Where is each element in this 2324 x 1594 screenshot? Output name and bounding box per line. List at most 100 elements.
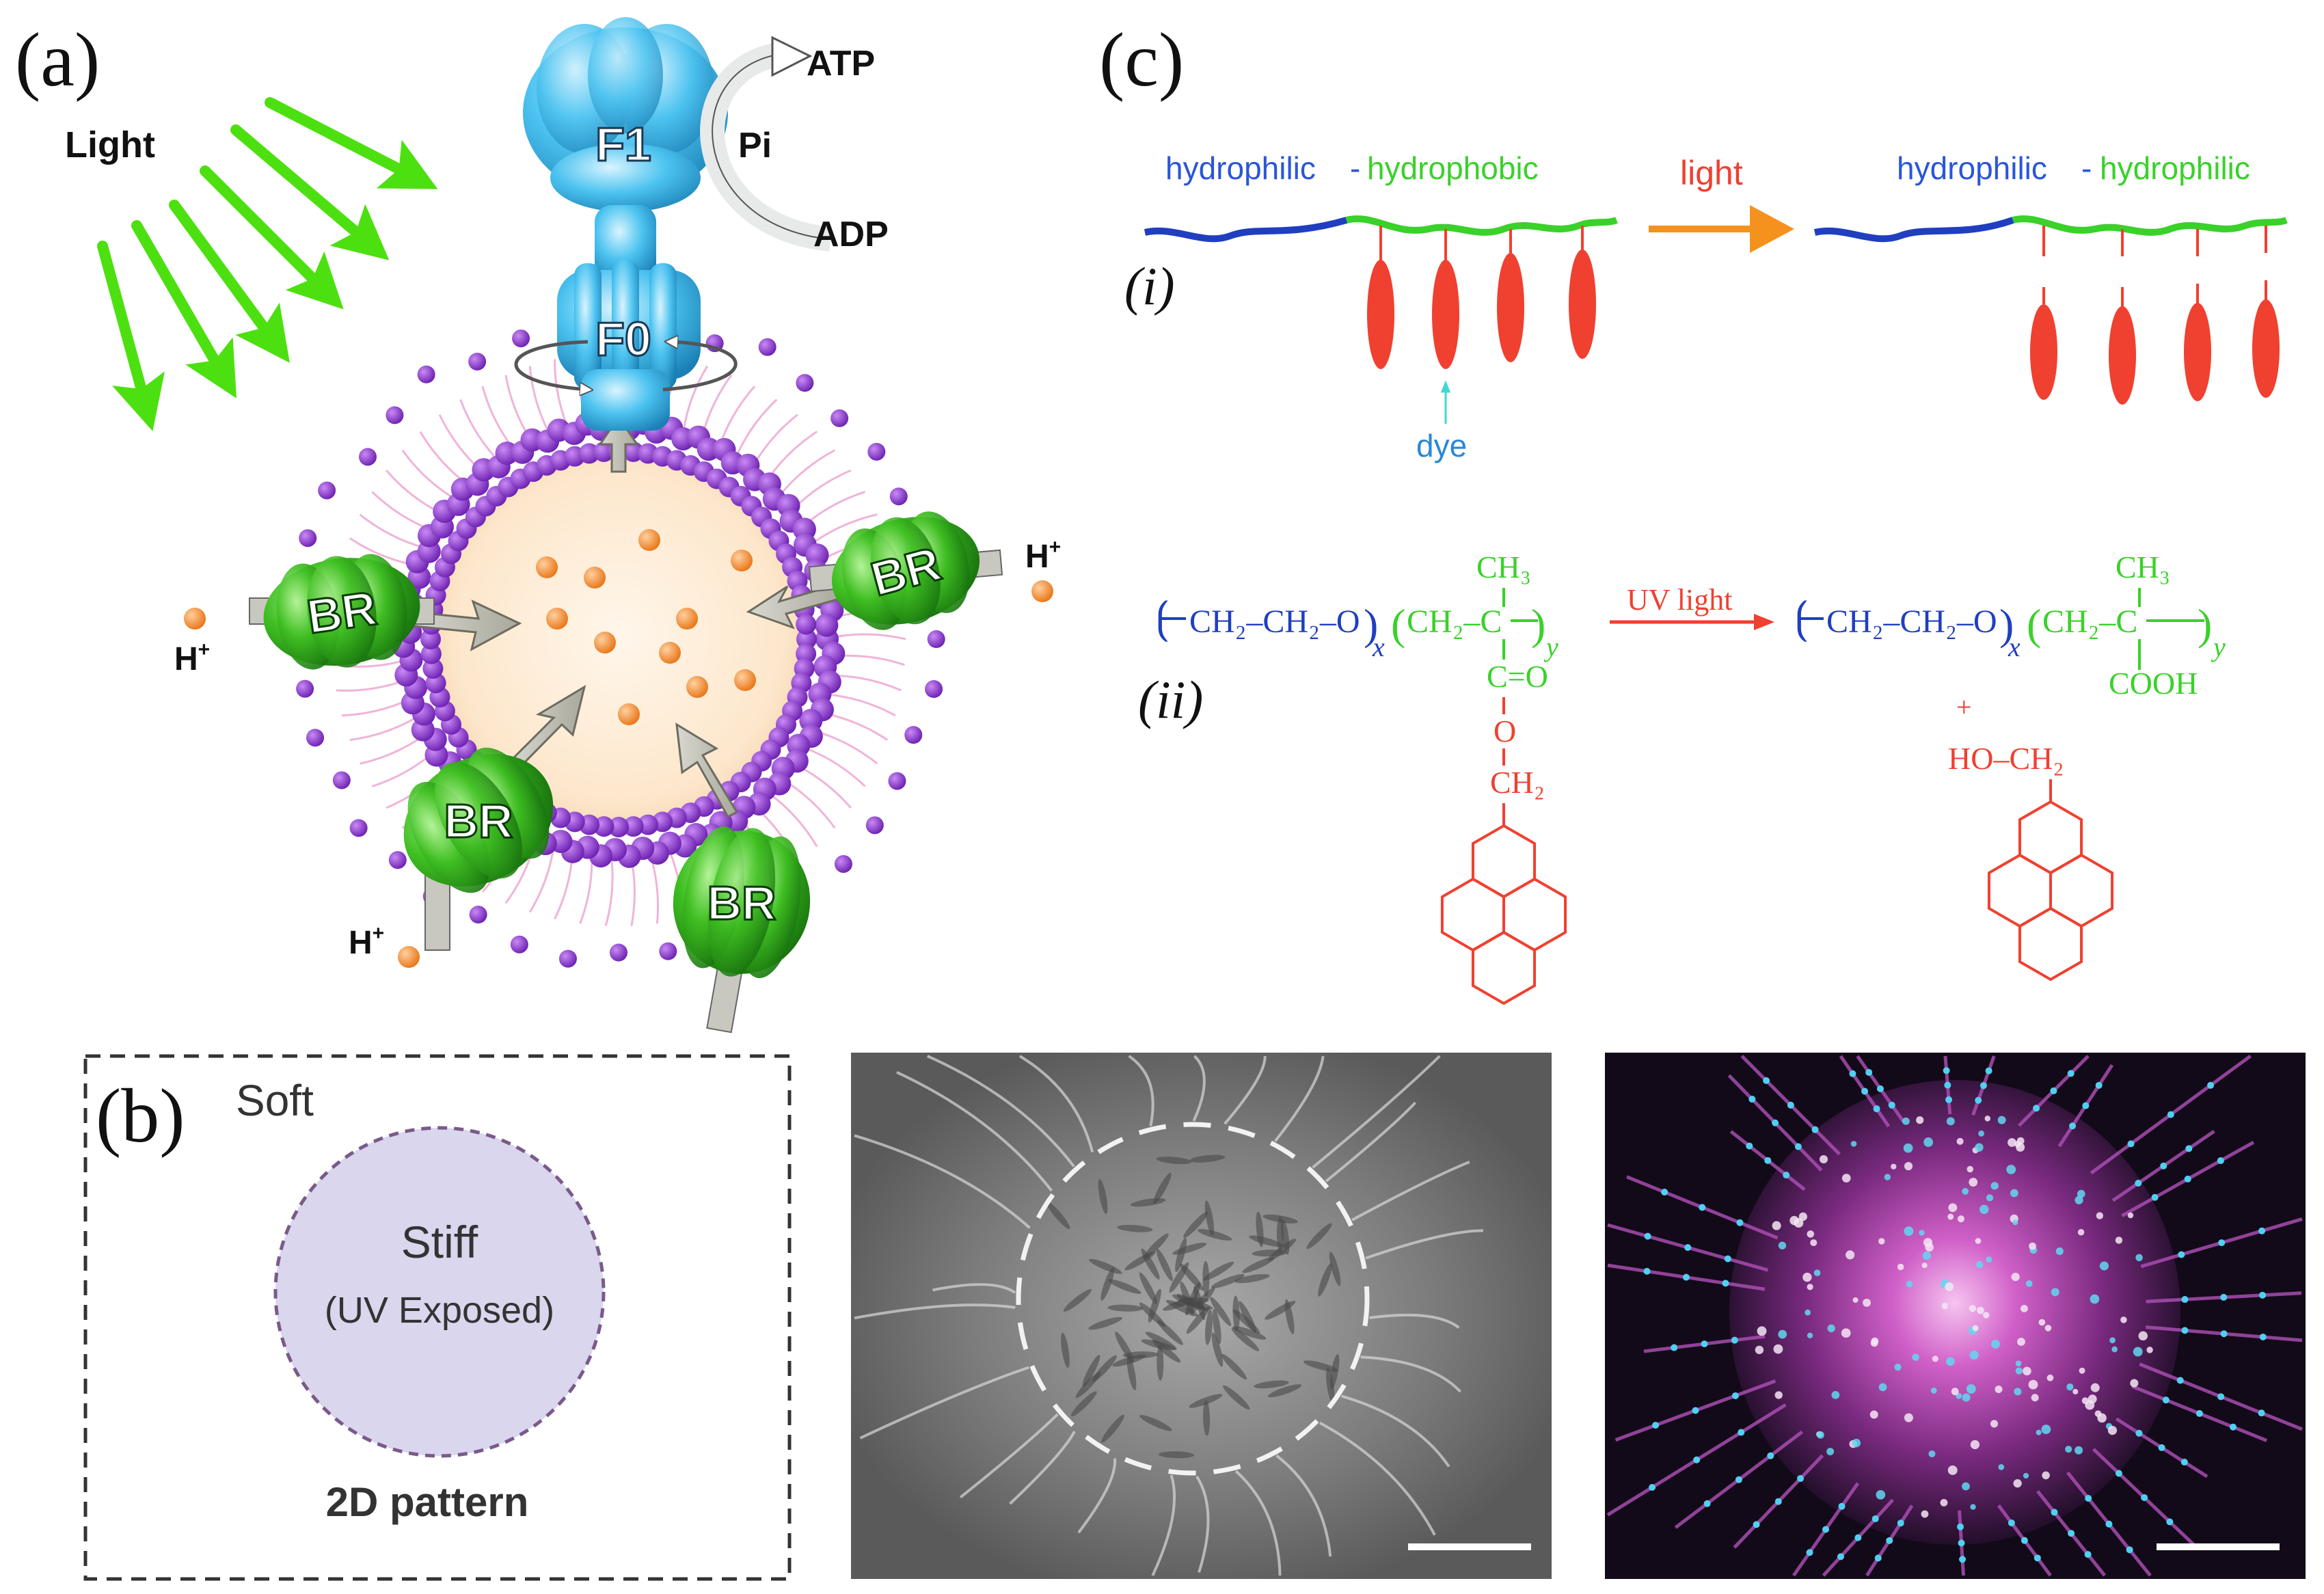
light-ray [169,200,290,363]
nucleus [1822,1526,1830,1533]
nucleus [1764,1157,1772,1164]
atp-label: ATP [807,44,875,83]
cell-process [859,1366,1029,1440]
lipid-head [420,643,442,664]
cell-streak [1070,1391,1097,1417]
nucleus [1692,1407,1699,1414]
nucleus [1947,1465,1958,1475]
left-dye-groups [1367,226,1596,369]
nucleus [1693,1456,1701,1463]
nucleus [2151,1193,2159,1201]
nucleus [2090,1294,2100,1304]
adp-label: ADP [813,215,889,254]
nucleus [2008,1138,2016,1147]
nucleus [1962,1188,1969,1195]
nucleus [1811,1126,1819,1133]
nucleus [1849,1070,1856,1077]
br-protein: BR [673,826,811,1034]
nucleus [2065,1446,2072,1453]
nucleus [2023,1472,2029,1479]
nucleus [2178,1251,2185,1258]
left-hydrophilic-label: hydrophilic [1165,150,1316,186]
proton [638,529,660,551]
right-hydrophilic-block-2 [2012,215,2288,236]
nucleus [1978,1130,1985,1137]
nucleus [1783,1172,1790,1179]
cell-streak [1108,1279,1141,1294]
nucleus [1990,1182,1999,1190]
nucleus [1703,1500,1711,1507]
peg-unit-right: CH₂–CH₂–O [1826,604,1997,640]
right-cleaved-stubs [2042,226,2267,256]
cell-streak [1267,1384,1302,1398]
nucleus [2015,1360,2022,1367]
cell-process [1351,1161,1470,1221]
scale-bar [2157,1543,2280,1550]
cell-process [1365,1229,1483,1260]
nucleus [1945,1357,1955,1366]
nucleus [1772,1119,1779,1126]
cell-process [1312,1055,1441,1169]
nucleus [1894,1364,1902,1371]
nucleus [2042,1471,2050,1480]
nucleus [1682,1273,1690,1281]
nucleus [1661,1189,1668,1196]
nucleus [1652,1422,1660,1429]
nucleus [1941,1302,1948,1310]
nucleus [2044,1325,2052,1332]
nucleus [1916,1116,1924,1124]
br-protein: BR [249,554,435,670]
lipid-head [904,726,923,744]
nucleus [1975,1096,1982,1104]
cell-streak [1117,1224,1153,1232]
nucleus [1923,1137,1934,1147]
nucleus [1827,1324,1835,1333]
nucleus [2051,1509,2058,1516]
right-polymer-structure: ⟮ CH₂–CH₂–O ) x ( CH₂–C ) y CH₃ COOH [1794,550,2226,701]
stalk [595,205,656,280]
nucleus [2079,1367,2085,1374]
nucleus [1841,1174,1851,1183]
cell-streak [1115,1332,1134,1363]
proton-label: H+ [1025,536,1061,575]
nucleus [1870,1339,1878,1347]
nucleus [1837,1553,1844,1561]
nucleus [1643,1267,1651,1275]
lipid-head [889,487,908,506]
lipid-head [659,942,677,960]
nucleus [1957,1215,1964,1223]
cell-streak [1212,1308,1221,1345]
cell-streak [1157,1319,1183,1345]
nucleus [1755,1345,1764,1355]
cell-streak [1101,1414,1124,1443]
nucleus [2097,1413,2107,1423]
nucleus [1763,1077,1770,1084]
f0-rotor [557,260,701,431]
carboxylic-acid: COOH [2109,666,2198,701]
nucleus [1925,1243,1934,1252]
proton-flow-arrow [406,599,522,651]
nucleus [2229,1423,2237,1431]
hydroxymethyl-label: HO–CH₂ [1948,741,2064,776]
nucleus [1904,1161,1913,1171]
nucleus [1807,1332,1813,1339]
released-dye [2030,304,2057,400]
nucleus [1746,1142,1753,1150]
nucleus [1945,1282,1954,1291]
ester-oxygen: O [1494,714,1516,748]
nucleus [1962,1393,1971,1402]
proton [618,703,640,725]
lipid-head [608,817,629,837]
nucleus [2023,1366,2031,1376]
atp-cycle-arrow-outline [712,53,831,240]
proton [676,608,698,630]
bracket-open-green: ( [1391,600,1405,649]
nucleus [2021,1305,2028,1312]
cell-streak [1303,1360,1338,1372]
rotation-arrow-left [514,340,588,390]
nucleus [1774,1391,1783,1399]
cell-process [1275,1454,1332,1557]
nucleus [1980,1204,1989,1215]
lipid-head [593,441,614,462]
nucleus [1798,1212,1807,1221]
